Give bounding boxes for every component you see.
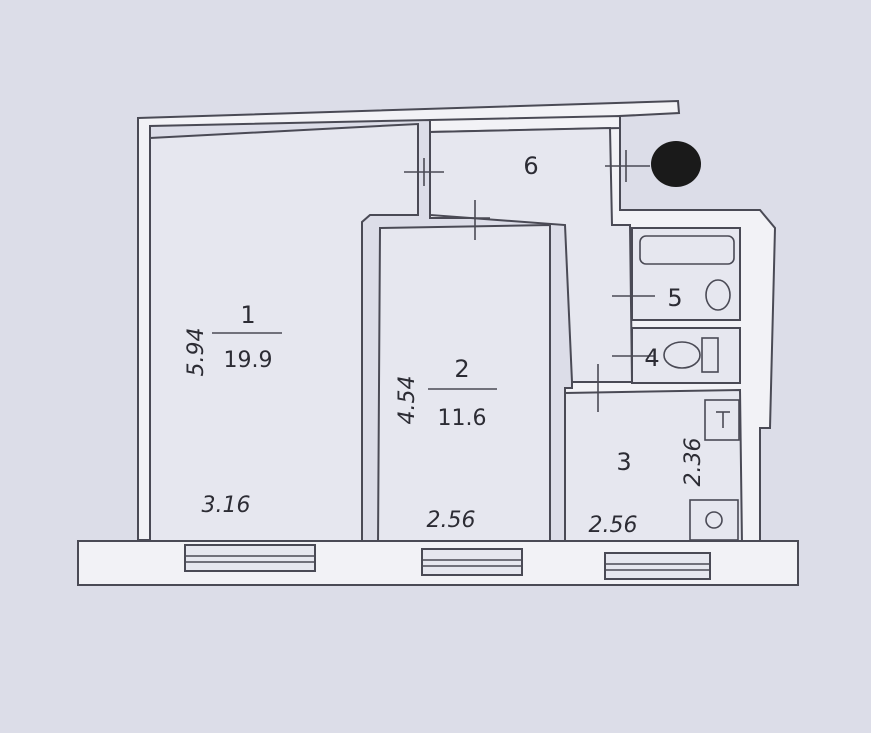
room-2-area: 11.6 <box>438 406 487 431</box>
room-3-length: 2.36 <box>681 438 706 487</box>
room-1-width: 3.16 <box>202 493 251 518</box>
window-room-3 <box>604 552 711 580</box>
window-room-1 <box>184 544 316 572</box>
room-2-width: 2.56 <box>427 508 476 533</box>
room-6-number: 6 <box>523 152 538 180</box>
room-1-area: 19.9 <box>224 348 273 373</box>
toilet-tank-icon <box>701 337 719 373</box>
room-1-length: 5.94 <box>184 328 209 377</box>
door-marks <box>404 150 655 412</box>
toilet-icon <box>663 341 701 369</box>
room-2-number: 2 <box>454 355 469 383</box>
room-3-number: 3 <box>616 448 631 476</box>
room-1-number: 1 <box>240 301 255 329</box>
bathroom <box>631 227 741 321</box>
bathtub-icon <box>639 235 735 265</box>
stove-icon <box>704 399 740 441</box>
room-2-length: 4.54 <box>395 376 420 425</box>
sink-icon <box>705 279 731 311</box>
ink-mark <box>651 141 701 187</box>
room-5-number: 5 <box>667 284 682 312</box>
window-room-2 <box>421 548 523 576</box>
room-4-number: 4 <box>644 344 659 372</box>
facade-wall <box>77 540 799 586</box>
room-3-width: 2.56 <box>589 513 638 538</box>
